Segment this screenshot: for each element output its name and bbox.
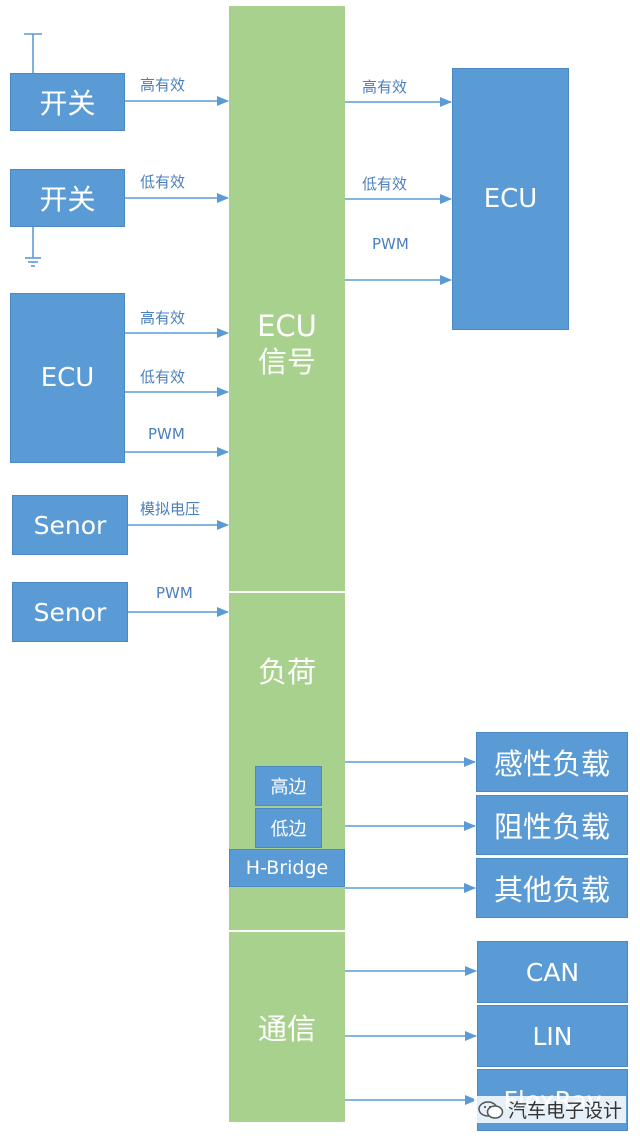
low-side-box: 低边 <box>255 808 322 848</box>
inductive-load-box: 感性负载 <box>476 732 628 792</box>
switch-low-box: 开关 <box>10 169 125 227</box>
label-right-low: 低有效 <box>362 175 408 193</box>
label-sensor-analog: 模拟电压 <box>140 500 201 518</box>
ecu-signal-section: ECU 信号 <box>229 6 345 591</box>
comm-section: 通信 <box>229 932 345 1122</box>
can-box: CAN <box>477 941 628 1003</box>
label-ecu-pwm: PWM <box>148 425 185 443</box>
resistive-load-box: 阻性负载 <box>476 795 628 855</box>
switch-high-box: 开关 <box>10 73 125 131</box>
label-right-high: 高有效 <box>362 78 408 96</box>
watermark-text: 汽车电子设计 <box>507 1100 622 1122</box>
comm-section-label: 通信 <box>257 1012 316 1046</box>
label-switch-high: 高有效 <box>140 76 186 94</box>
right-ecu-box: ECU <box>452 68 569 330</box>
sensor-analog-box: Senor <box>12 495 128 555</box>
label-sensor-pwm: PWM <box>156 584 193 602</box>
ecu-signal-line2: 信号 <box>257 344 316 379</box>
watermark: 汽车电子设计 <box>473 1096 626 1123</box>
label-ecu-high: 高有效 <box>140 309 186 327</box>
sensor-pwm-box: Senor <box>12 582 128 642</box>
label-switch-low: 低有效 <box>140 173 186 191</box>
lin-box: LIN <box>477 1005 628 1067</box>
high-side-box: 高边 <box>255 766 322 806</box>
label-right-pwm: PWM <box>372 235 409 253</box>
other-load-box: 其他负载 <box>476 858 628 918</box>
h-bridge-box: H-Bridge <box>229 849 345 887</box>
wechat-icon <box>478 1100 504 1119</box>
label-ecu-low: 低有效 <box>140 368 186 386</box>
left-ecu-box: ECU <box>10 293 125 463</box>
ecu-signal-line1: ECU <box>257 308 317 343</box>
load-section-label: 负荷 <box>257 655 316 689</box>
